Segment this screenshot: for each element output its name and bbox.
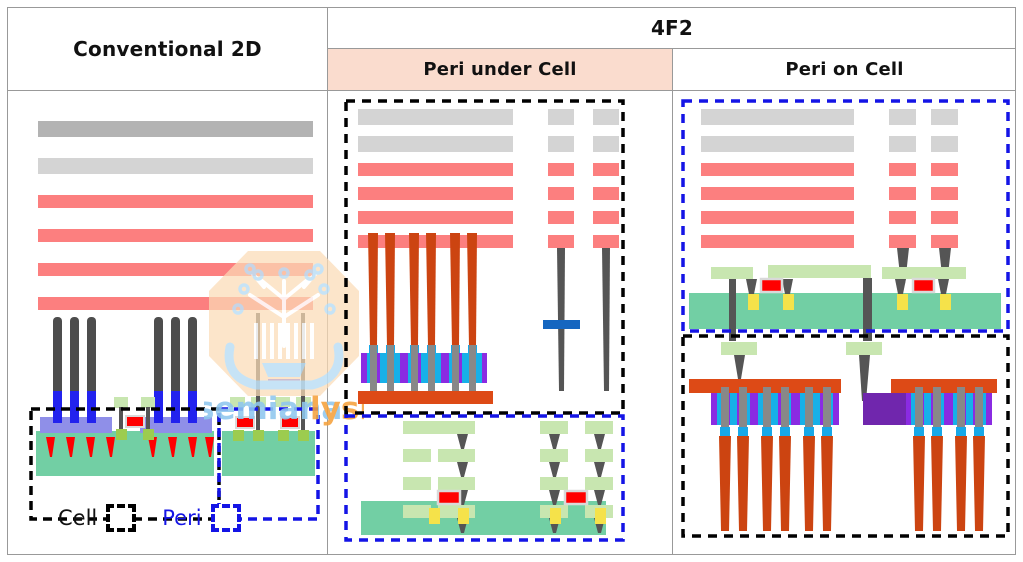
nand-channel-group-pu xyxy=(368,233,477,346)
legend-cell-label: Cell xyxy=(58,506,98,530)
channel-core-group-pu xyxy=(370,345,476,395)
metal-bar-stack-pc xyxy=(701,109,854,248)
metal-bar-stack-2d xyxy=(38,121,313,310)
peri-transistor-group-pc xyxy=(748,277,951,310)
mid-transistor-2d xyxy=(114,397,155,440)
header-4f2-label: 4F2 xyxy=(650,16,694,40)
legend-peri-label: Peri xyxy=(162,506,202,530)
substrate-pu xyxy=(361,501,606,535)
channel-plug-group-pu xyxy=(369,345,477,353)
peri-pad-network-left-pu xyxy=(403,421,475,518)
bitline-stack-right-pu xyxy=(593,109,619,391)
blue-marker-bar-pu xyxy=(543,320,580,329)
channel-plug-group-pc xyxy=(720,427,984,436)
wordline-stack-1-pu xyxy=(361,353,404,383)
diagram-peri-on-cell xyxy=(673,91,1016,554)
header-4f2-group: 4F2 xyxy=(328,8,1016,49)
peri-transistor-left-2d xyxy=(230,313,266,441)
wordline-stack-2-pu xyxy=(403,353,446,383)
header-conventional-2d: Conventional 2D xyxy=(8,8,328,91)
diagram-conventional-2d xyxy=(8,91,327,554)
panel-peri-on-cell xyxy=(673,91,1016,554)
purple-block-pc xyxy=(863,393,906,425)
wordline-stack-3-pu xyxy=(444,353,487,383)
nand-channel-group-pc xyxy=(719,436,985,531)
bitline-stack-left-pu xyxy=(548,109,574,391)
peri-region-2d xyxy=(217,313,320,521)
panel-conventional-2d: Cell Peri xyxy=(8,91,364,554)
wordline-stack-group-left-pc xyxy=(711,393,839,425)
wordline-stack-2-pc xyxy=(753,393,797,425)
gate-group-left-2d xyxy=(46,437,115,457)
peri-pad-group-pc xyxy=(711,265,966,279)
wordline-stack-group-pu xyxy=(361,353,487,383)
peri-transistors-pu xyxy=(429,489,606,524)
legend-cell-box-icon xyxy=(106,504,137,532)
wordline-stack-3-pc xyxy=(795,393,839,425)
legend-item-cell: Cell xyxy=(58,504,137,532)
bitline-stack-left-pc xyxy=(889,109,916,284)
bitline-stack-right-pc xyxy=(931,109,958,284)
legend-item-peri: Peri xyxy=(162,504,241,532)
gate-group-right-2d xyxy=(148,437,214,457)
wordline-stack-4-pc xyxy=(906,393,950,425)
header-peri-under-cell: Peri under Cell xyxy=(328,49,673,91)
header-peri-on-cell-label: Peri on Cell xyxy=(785,59,904,80)
peri-via-group-pc xyxy=(729,278,949,341)
metal-bar-stack-pu xyxy=(358,109,513,248)
channel-core-group-pc xyxy=(721,387,983,435)
header-conventional-2d-label: Conventional 2D xyxy=(73,37,262,61)
diagram-peri-under-cell xyxy=(328,91,672,554)
wordline-stack-5-pc xyxy=(948,393,992,425)
peri-region-pc xyxy=(681,99,1010,341)
peri-transistor-right-2d xyxy=(275,313,311,441)
header-peri-under-cell-label: Peri under Cell xyxy=(423,59,577,80)
pillar-group-right-2d xyxy=(154,317,197,423)
panel-peri-under-cell xyxy=(328,91,673,554)
legend-peri-box-icon xyxy=(210,504,241,532)
peri-region-pu xyxy=(344,414,625,542)
cell-region-pc xyxy=(681,334,1010,538)
cell-region-2d xyxy=(29,317,221,521)
architecture-comparison-table: Conventional 2D 4F2 Peri under Cell Peri… xyxy=(7,7,1016,555)
pillar-group-left-2d xyxy=(53,317,96,423)
header-peri-on-cell: Peri on Cell xyxy=(673,49,1016,91)
cell-region-pu xyxy=(344,99,625,415)
cell-pad-right-pc xyxy=(846,342,882,355)
cell-pad-left-pc xyxy=(721,342,757,355)
wordline-stack-1-pc xyxy=(711,393,755,425)
source-line-pu xyxy=(358,391,493,404)
legend: Cell Peri xyxy=(58,504,241,532)
